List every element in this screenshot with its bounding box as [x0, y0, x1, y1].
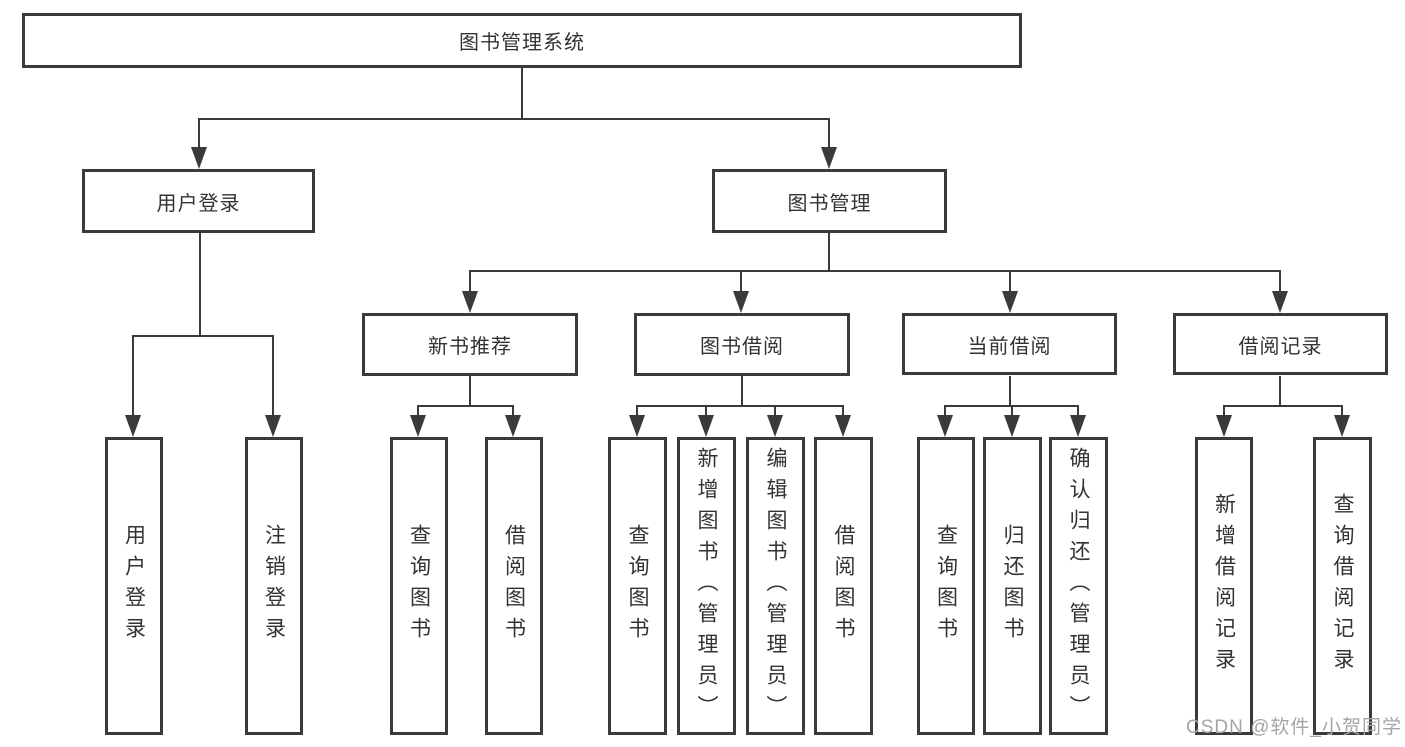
- leaf-borrow-borrow-label: 借阅图书: [832, 524, 855, 648]
- leaf-newbook-borrow: 借阅图书: [485, 437, 543, 735]
- arrowhead-current-leaf3: [1070, 415, 1086, 437]
- node-user-login-label: 用户登录: [156, 192, 241, 215]
- leaf-newbook-query-label: 查询图书: [407, 524, 431, 648]
- connector-book-mgmt-bar: [469, 270, 1281, 272]
- node-book-mgmt: 图书管理: [712, 169, 947, 233]
- leaf-borrow-edit: 编辑图书（管理员）: [746, 437, 805, 735]
- connector-borrow-leaf1-stem: [636, 405, 638, 417]
- connector-book-mgmt-stem: [828, 118, 830, 150]
- connector-borrow-leaf3-stem: [774, 405, 776, 417]
- leaf-current-confirm-label: 确认归还（管理员）: [1067, 446, 1090, 726]
- node-root: 图书管理系统: [22, 13, 1022, 68]
- leaf-borrow-add: 新增图书（管理员）: [677, 437, 736, 735]
- arrowhead-current-leaf1: [937, 415, 953, 437]
- node-book-borrow-label: 图书借阅: [700, 336, 784, 358]
- arrowhead-book-mgmt: [821, 147, 837, 169]
- connector-record-down: [1279, 376, 1281, 405]
- connector-newbook-down: [469, 376, 471, 405]
- connector-group-borrow-stem: [740, 270, 742, 293]
- connector-record-leaf2-stem: [1341, 405, 1343, 417]
- connector-root-stem: [521, 68, 523, 118]
- connector-group-current-stem: [1009, 270, 1011, 293]
- leaf-logout: 注销登录: [245, 437, 303, 735]
- leaf-current-confirm: 确认归还（管理员）: [1049, 437, 1108, 735]
- arrowhead-group-record: [1272, 291, 1288, 313]
- connector-user-login-bar: [132, 335, 274, 337]
- arrowhead-group-newbook: [462, 291, 478, 313]
- connector-record-leaf1-stem: [1223, 405, 1225, 417]
- connector-record-bar: [1223, 405, 1343, 407]
- connector-borrow-down: [741, 376, 743, 405]
- connector-leaf-logout-stem: [272, 335, 274, 417]
- csdn-watermark: CSDN @软件_小贺同学: [1186, 717, 1402, 738]
- node-new-book-rec-label: 新书推荐: [428, 336, 512, 358]
- leaf-borrow-edit-label: 编辑图书（管理员）: [764, 446, 787, 726]
- connector-leaf-login-stem: [132, 335, 134, 417]
- leaf-newbook-query: 查询图书: [390, 437, 448, 735]
- arrowhead-borrow-leaf1: [629, 415, 645, 437]
- leaf-user-login-label: 用户登录: [122, 524, 146, 648]
- connector-user-login-down: [199, 233, 201, 335]
- node-book-mgmt-label: 图书管理: [787, 192, 872, 215]
- connector-user-login-stem: [198, 118, 200, 150]
- arrowhead-current-leaf2: [1004, 415, 1020, 437]
- connector-newbook-leaf2-stem: [512, 405, 514, 417]
- connector-newbook-bar: [417, 405, 514, 407]
- leaf-logout-label: 注销登录: [262, 524, 286, 648]
- leaf-current-return-label: 归还图书: [1001, 524, 1024, 648]
- node-book-borrow: 图书借阅: [634, 313, 850, 376]
- connector-borrow-leaf4-stem: [842, 405, 844, 417]
- connector-newbook-leaf1-stem: [417, 405, 419, 417]
- arrowhead-leaf-logout: [265, 415, 281, 437]
- leaf-current-query: 查询图书: [917, 437, 975, 735]
- node-borrow-record: 借阅记录: [1173, 313, 1388, 375]
- connector-group-newbook-stem: [469, 270, 471, 293]
- arrowhead-borrow-leaf3: [767, 415, 783, 437]
- connector-borrow-leaf2-stem: [705, 405, 707, 417]
- node-root-label: 图书管理系统: [459, 32, 585, 54]
- arrowhead-leaf-login: [125, 415, 141, 437]
- node-current-borrow-label: 当前借阅: [967, 335, 1052, 358]
- connector-current-leaf3-stem: [1077, 405, 1079, 417]
- leaf-user-login: 用户登录: [105, 437, 163, 735]
- leaf-borrow-add-label: 新增图书（管理员）: [695, 446, 718, 726]
- arrowhead-borrow-leaf4: [835, 415, 851, 437]
- connector-current-leaf2-stem: [1011, 405, 1013, 417]
- leaf-record-query: 查询借阅记录: [1313, 437, 1372, 735]
- leaf-record-add-label: 新增借阅记录: [1212, 493, 1236, 679]
- leaf-record-query-label: 查询借阅记录: [1331, 493, 1354, 679]
- arrowhead-newbook-leaf1: [410, 415, 426, 437]
- connector-current-down: [1009, 376, 1011, 405]
- leaf-record-add: 新增借阅记录: [1195, 437, 1253, 735]
- node-new-book-rec: 新书推荐: [362, 313, 578, 376]
- node-borrow-record-label: 借阅记录: [1238, 335, 1323, 358]
- arrowhead-group-borrow: [733, 291, 749, 313]
- leaf-newbook-borrow-label: 借阅图书: [502, 524, 526, 648]
- leaf-current-query-label: 查询图书: [934, 524, 958, 648]
- arrowhead-record-leaf1: [1216, 415, 1232, 437]
- leaf-current-return: 归还图书: [983, 437, 1042, 735]
- connector-book-mgmt-down: [828, 233, 830, 270]
- leaf-borrow-query-label: 查询图书: [626, 524, 649, 648]
- connector-current-leaf1-stem: [944, 405, 946, 417]
- connector-borrow-bar: [636, 405, 844, 407]
- connector-root-bar: [198, 118, 830, 120]
- leaf-borrow-query: 查询图书: [608, 437, 667, 735]
- arrowhead-user-login: [191, 147, 207, 169]
- arrowhead-record-leaf2: [1334, 415, 1350, 437]
- node-user-login: 用户登录: [82, 169, 315, 233]
- connector-group-record-stem: [1279, 270, 1281, 293]
- arrowhead-newbook-leaf2: [505, 415, 521, 437]
- arrowhead-borrow-leaf2: [698, 415, 714, 437]
- node-current-borrow: 当前借阅: [902, 313, 1117, 375]
- arrowhead-group-current: [1002, 291, 1018, 313]
- leaf-borrow-borrow: 借阅图书: [814, 437, 873, 735]
